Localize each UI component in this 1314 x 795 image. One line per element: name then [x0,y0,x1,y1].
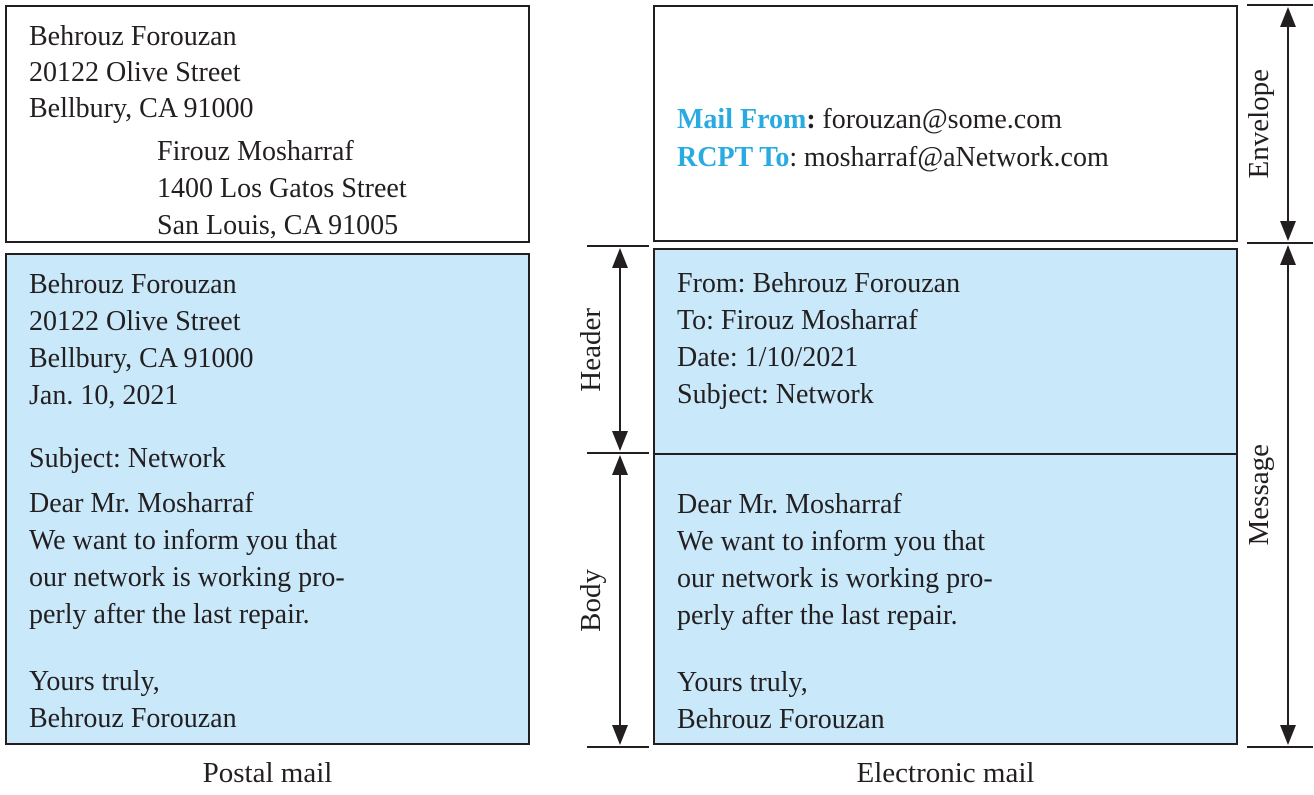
email-signature-line: Behrouz Forouzan [677,704,885,735]
header-label-text: Header [574,308,607,392]
arrowhead-down-icon [612,431,628,451]
letter-body-line: our network is working pro- [29,562,345,593]
email-body-line: our network is working pro- [677,563,993,594]
body-extent-arrow [611,455,629,745]
message-label: Message [1240,245,1278,745]
arrowhead-up-icon [1280,245,1296,265]
email-envelope-content: Mail From:forouzan@some.com RCPT To:mosh… [677,101,1109,177]
letter-header-line: Behrouz Forouzan [29,269,237,300]
envelope-top-tick [1247,4,1313,6]
address-line: Behrouz Forouzan [29,21,237,52]
envelope-extent-arrow [1279,7,1297,241]
arrowhead-down-icon [612,725,628,745]
body-label-text: Body [574,568,607,632]
email-body-line: perly after the last repair. [677,600,958,631]
smtp-rcpt-to-line: RCPT To:mosharraf@aNetwork.com [677,139,1109,177]
email-body-section: Dear Mr. Mosharraf We want to inform you… [677,486,993,738]
arrow-shaft [1287,9,1289,239]
address-line: San Louis, CA 91005 [157,210,399,241]
email-header-line: From: Behrouz Forouzan [677,268,961,299]
header-extent-arrow [611,248,629,451]
letter-body-line: Dear Mr. Mosharraf [29,488,254,519]
letter-subject-line: Subject: Network [29,443,226,474]
letter-header-line: 20122 Olive Street [29,306,241,337]
header-label: Header [572,248,610,452]
postal-sender-address: Behrouz Forouzan 20122 Olive Street Bell… [29,19,254,127]
address-line: 20122 Olive Street [29,57,241,88]
envelope-label: Envelope [1240,7,1278,241]
header-body-divider [655,453,1236,455]
address-line: Firouz Mosharraf [157,136,354,167]
body-label: Body [572,455,610,745]
electronic-mail-caption: Electronic mail [856,757,1035,789]
arrowhead-down-icon [1280,221,1296,241]
arrow-shaft [619,457,621,743]
email-body-line: Dear Mr. Mosharraf [677,489,902,520]
header-top-tick [587,245,649,247]
letter-header-line: Bellbury, CA 91000 [29,343,254,374]
postal-letter-content: Behrouz Forouzan 20122 Olive Street Bell… [29,266,345,737]
smtp-mail-from-keyword: Mail From [677,104,807,135]
email-body-line: We want to inform you that [677,526,986,557]
arrow-shaft [619,250,621,449]
smtp-rcpt-to-keyword: RCPT To [677,142,790,173]
letter-body-line: We want to inform you that [29,525,338,556]
arrowhead-up-icon [612,455,628,475]
sender-email-address: forouzan@some.com [822,104,1062,135]
letter-signature-line: Behrouz Forouzan [29,703,237,734]
colon: : [806,104,816,135]
arrowhead-down-icon [1280,725,1296,745]
postal-recipient-address: Firouz Mosharraf 1400 Los Gatos Street S… [157,133,407,244]
smtp-mail-from-line: Mail From:forouzan@some.com [677,101,1109,139]
email-header-line: Subject: Network [677,379,874,410]
email-header-section: From: Behrouz Forouzan To: Firouz Moshar… [677,265,960,413]
postal-envelope-box: Behrouz Forouzan 20122 Olive Street Bell… [5,5,530,243]
message-extent-arrow [1279,245,1297,745]
email-header-line: To: Firouz Mosharraf [677,305,918,336]
arrowhead-up-icon [1280,7,1296,27]
arrow-shaft [1287,247,1289,743]
email-header-line: Date: 1/10/2021 [677,342,859,373]
message-bottom-tick [1247,746,1313,748]
address-line: 1400 Los Gatos Street [157,173,407,204]
recipient-email-address: mosharraf@aNetwork.com [803,142,1109,173]
postal-mail-caption: Postal mail [202,757,333,789]
header-body-boundary-tick [587,452,649,454]
email-envelope-box: Mail From:forouzan@some.com RCPT To:mosh… [653,5,1238,242]
envelope-message-boundary-tick [1247,242,1313,244]
postal-letter-box: Behrouz Forouzan 20122 Olive Street Bell… [5,253,530,745]
email-closing-line: Yours truly, [677,667,808,698]
colon: : [789,142,798,173]
envelope-label-text: Envelope [1242,69,1275,179]
address-line: Bellbury, CA 91000 [29,93,254,124]
message-label-text: Message [1242,444,1275,546]
letter-body-line: perly after the last repair. [29,599,310,630]
arrowhead-up-icon [612,248,628,268]
body-bottom-tick [587,746,649,748]
email-message-box: From: Behrouz Forouzan To: Firouz Moshar… [653,248,1238,745]
letter-date-line: Jan. 10, 2021 [29,380,179,411]
letter-closing-line: Yours truly, [29,666,160,697]
